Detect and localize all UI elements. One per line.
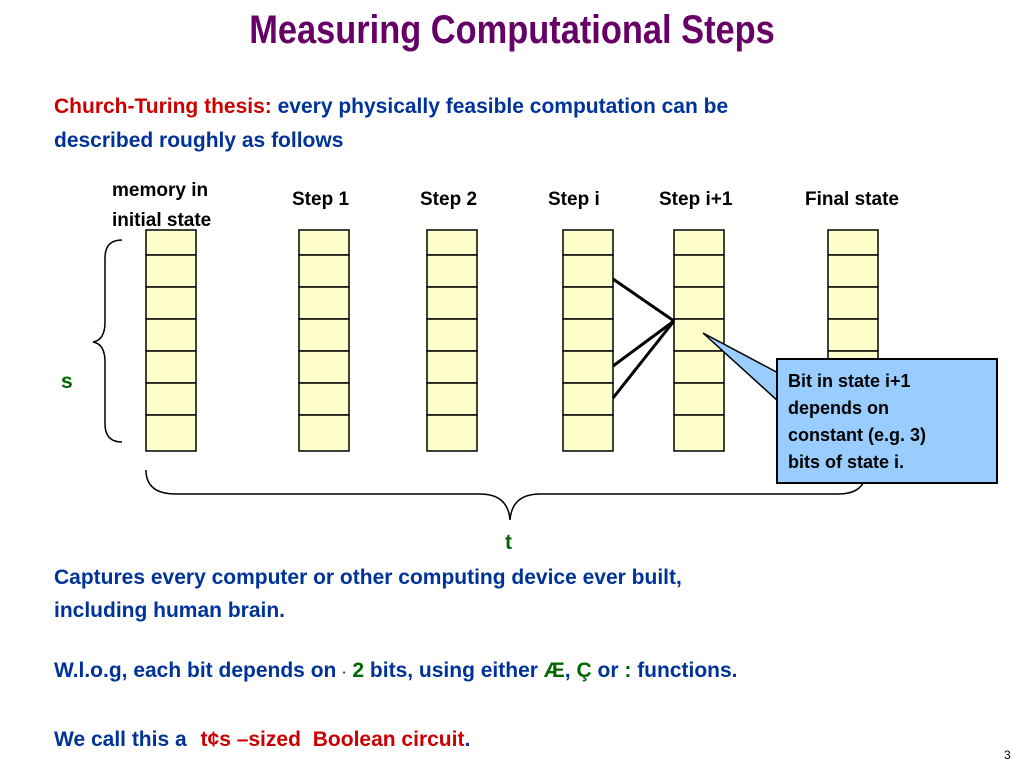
label-final-state: Final state	[805, 189, 899, 210]
label-step-i: Step i	[548, 189, 600, 210]
circuit-name: Boolean circuit	[312, 728, 465, 751]
label-initial-state: initial state	[112, 210, 212, 231]
page-number: 3	[1004, 748, 1011, 762]
wlog-op2: Ç	[576, 659, 592, 682]
circuit-line: We call this a t¢s –sized Boolean circui…	[54, 728, 470, 752]
label-memory-initial: memory in	[112, 180, 209, 201]
memory-column-step-i	[562, 229, 614, 452]
wlog-op1: Æ	[543, 659, 565, 682]
wlog-prefix: W.l.o.g, each bit depends on	[54, 659, 337, 682]
memory-column-step-1	[298, 229, 350, 452]
circuit-prefix: We call this a	[54, 728, 187, 751]
circuit-end: .	[464, 728, 471, 751]
s-label: s	[61, 370, 73, 393]
captures-line-2: including human brain.	[54, 599, 285, 622]
thesis-line: Church-Turing thesis: every physically f…	[54, 95, 728, 119]
memory-column-step-i-plus-1	[673, 229, 725, 452]
wlog-suffix: functions.	[637, 659, 738, 682]
wlog-line: W.l.o.g, each bit depends on · 2 bits, u…	[54, 659, 738, 683]
wlog-comma: ,	[564, 659, 571, 682]
wlog-leq: ·	[342, 665, 347, 680]
captures-line-1: Captures every computer or other computi…	[54, 566, 682, 589]
callout-line-4: bits of state i.	[788, 452, 905, 472]
memory-column-initial	[145, 229, 197, 452]
label-step-1: Step 1	[292, 189, 350, 210]
thesis-line-2: described roughly as follows	[54, 129, 344, 152]
wlog-num: 2	[352, 659, 365, 682]
callout-line-2: depends on	[788, 398, 890, 418]
label-step-i-plus-1: Step i+1	[659, 189, 733, 210]
callout-line-1: Bit in state i+1	[788, 371, 911, 391]
wlog-op3: :	[624, 659, 632, 682]
callout-line-3: constant (e.g. 3)	[788, 425, 927, 445]
s-brace	[92, 239, 123, 443]
circuit-size: t¢s –sized	[200, 728, 301, 751]
thesis-text: every physically feasible computation ca…	[277, 95, 729, 118]
thesis-label: Church-Turing thesis:	[54, 95, 272, 118]
memory-column-step-2	[426, 229, 478, 452]
dependency-lines	[611, 277, 676, 399]
label-step-2: Step 2	[420, 189, 478, 210]
callout-box: Bit in state i+1 depends on constant (e.…	[776, 358, 998, 484]
t-brace	[145, 469, 867, 521]
wlog-middle: bits, using either	[369, 659, 538, 682]
wlog-or: or	[597, 659, 619, 682]
page-title: Measuring Computational Steps	[249, 8, 775, 52]
t-label: t	[505, 531, 512, 554]
